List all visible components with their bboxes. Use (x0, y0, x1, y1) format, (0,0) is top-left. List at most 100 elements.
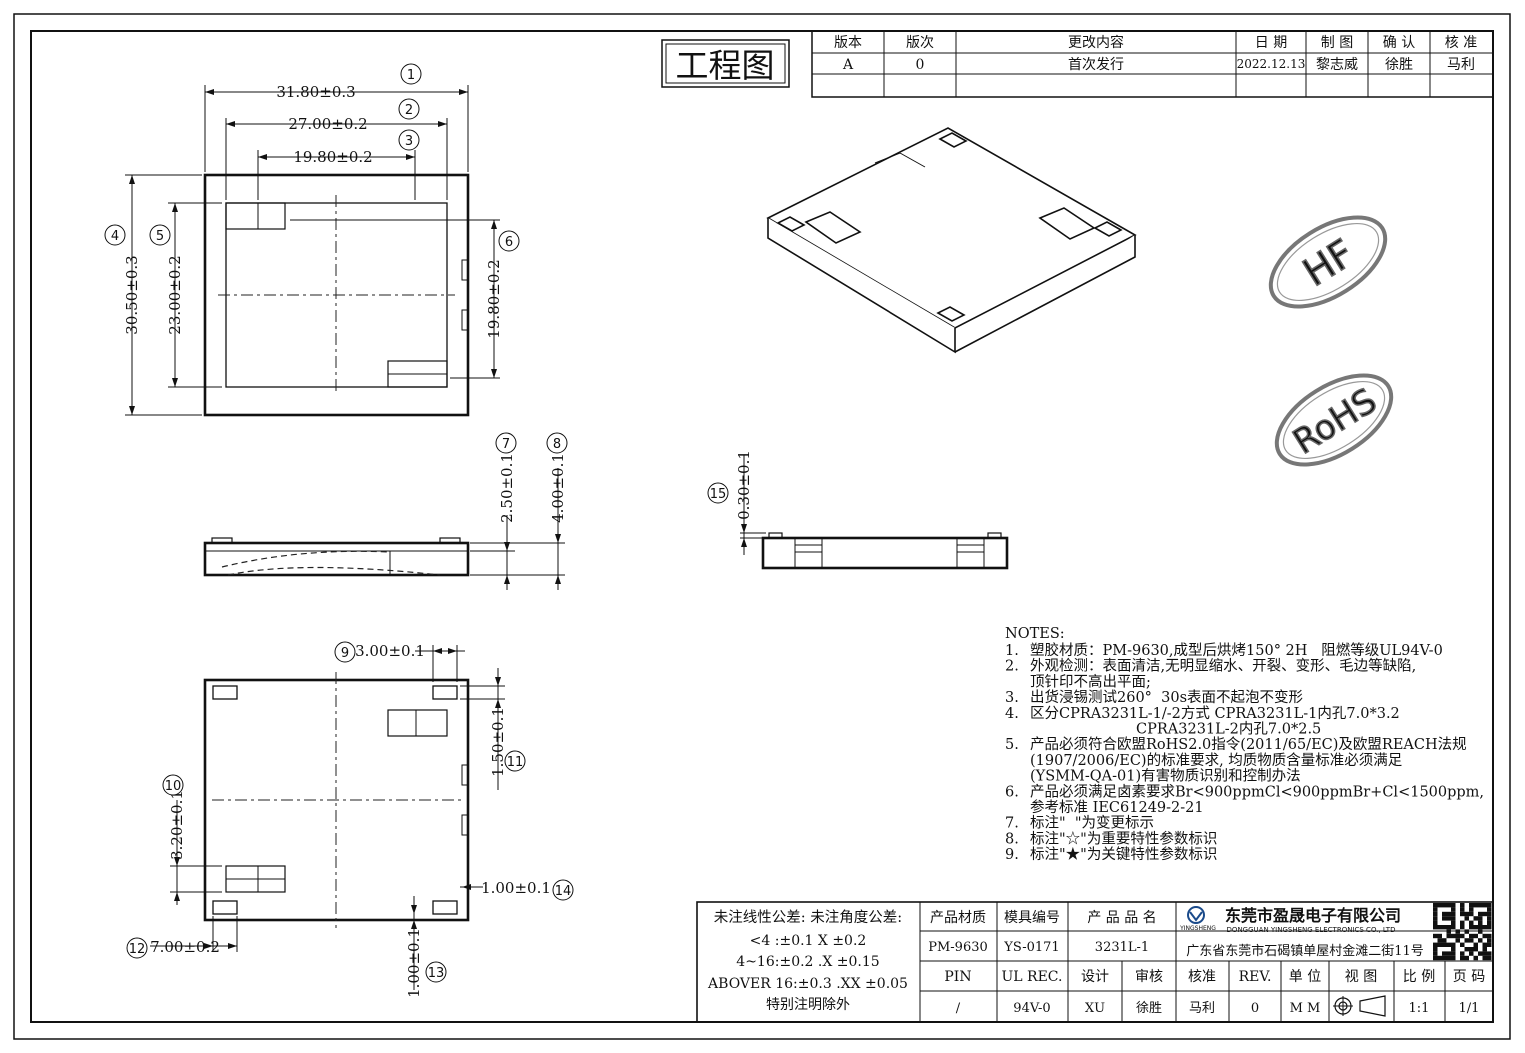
note-line: 标注"☆"为重要特性参数标识 (1030, 830, 1217, 847)
qr-module (1473, 955, 1478, 961)
qr-module (1478, 916, 1483, 921)
note-number: 1. (1005, 643, 1019, 659)
qr-module (1442, 925, 1447, 930)
qr-module (1433, 951, 1438, 956)
company-logo: YINGSHENG (1179, 906, 1216, 932)
dim-7-label: 2.50±0.1 (498, 453, 516, 523)
rev-cell-approve: 马利 (1447, 57, 1475, 73)
note-line: CPRA3231L-2内孔7.0*2.5 (1030, 721, 1321, 738)
qr-module (1433, 903, 1438, 908)
qr-module (1446, 903, 1451, 908)
rev-cell-edition: 0 (916, 57, 925, 73)
dim-5-label: 23.00±0.2 (166, 255, 184, 334)
dim-15-label: 0.30±0.1 (735, 450, 753, 520)
qr-module (1478, 911, 1483, 917)
qr-module (1478, 903, 1483, 908)
inner-border (30, 30, 1494, 1023)
qr-module (1482, 911, 1487, 917)
qr-module (1473, 903, 1478, 908)
side-view-outline (203, 541, 470, 577)
qr-module (1451, 951, 1456, 956)
top-view-pad-a (225, 202, 286, 230)
balloon-5: 5 (156, 229, 164, 244)
note-line: 塑胶材质：PM-9630,成型后烘烤150° 2H 阻燃等级UL94V-0 (1030, 641, 1443, 659)
top-view-outline (203, 173, 470, 417)
qr-module (1433, 925, 1438, 930)
tb-bottom-value: 徐胜 (1136, 1001, 1162, 1016)
qr-module (1469, 911, 1474, 917)
qr-module (1442, 942, 1447, 947)
qr-module (1446, 933, 1451, 939)
outer-border (13, 13, 1511, 1040)
qr-module (1442, 955, 1447, 961)
rev-cell-date: 2022.12.13 (1237, 57, 1306, 71)
balloon-6: 6 (505, 235, 513, 250)
title-block: 未注线性公差: 未注角度公差: <4 :±0.1 X ±0.2 4~16:±0.… (696, 901, 1494, 1023)
dim-3-label: 19.80±0.2 (293, 148, 372, 166)
qr-module (1460, 925, 1465, 930)
qr-module (1469, 938, 1474, 943)
qr-module (1464, 929, 1469, 934)
qr-module (1487, 955, 1492, 961)
qr-module (1464, 938, 1469, 943)
qr-module (1478, 951, 1483, 956)
qr-module (1460, 942, 1465, 947)
qr-module (1478, 925, 1483, 930)
dim-4-label: 30.50±0.3 (123, 255, 141, 334)
tolerance-line-2: 4~16:±0.2 .X ±0.15 (736, 954, 879, 970)
qr-module (1451, 947, 1456, 952)
rev-header-date: 日 期 (1255, 35, 1287, 51)
projection-symbol-icon (1333, 995, 1386, 1017)
rev-header-confirm: 确 认 (1383, 35, 1415, 51)
qr-module (1446, 925, 1451, 930)
dim-9-label: 3.00±0.1 (355, 642, 425, 660)
qr-module (1446, 942, 1451, 947)
rev-cell-confirm: 徐胜 (1385, 57, 1413, 73)
rev-cell-drawn: 黎志威 (1316, 57, 1358, 73)
qr-module (1473, 933, 1478, 939)
note-line: 外观检测：表面清洁,无明显缩水、开裂、变形、毛边等缺陷, (1030, 657, 1416, 675)
qr-module (1487, 920, 1492, 925)
qr-module (1487, 951, 1492, 956)
qr-module (1433, 916, 1438, 921)
qr-module (1437, 938, 1442, 943)
qr-module (1442, 938, 1447, 943)
side-view: 2.50±0.1 4.00±0.1 7 8 (203, 432, 568, 590)
qr-module (1451, 916, 1456, 921)
front-view: 0.30±0.1 15 (707, 450, 1009, 570)
balloon-13: 13 (428, 966, 445, 981)
qr-module (1451, 907, 1456, 912)
note-number: 5. (1005, 737, 1019, 753)
front-view-outline (761, 536, 1009, 570)
rev-cell-version: A (842, 57, 854, 73)
note-number: 4. (1005, 706, 1019, 722)
tb-bottom-header: UL REC. (1002, 969, 1063, 985)
rohs-stamp: RoHS (1274, 373, 1394, 467)
balloon-7: 7 (502, 437, 510, 452)
qr-module (1469, 907, 1474, 912)
qr-module (1464, 911, 1469, 917)
balloon-14: 14 (555, 884, 572, 899)
qr-module (1451, 933, 1456, 939)
qr-code (1433, 903, 1492, 961)
tb-bottom-value: / (956, 1001, 961, 1016)
qr-module (1433, 955, 1438, 961)
tb-bottom-value: 0 (1251, 1001, 1259, 1016)
tb-bottom-header: 页 码 (1453, 969, 1485, 985)
tb-bottom-value: XU (1085, 1001, 1105, 1016)
qr-module (1487, 933, 1492, 939)
note-number: 2. (1005, 659, 1019, 675)
qr-module (1487, 938, 1492, 943)
rev-cell-change: 首次发行 (1068, 57, 1124, 73)
qr-module (1451, 955, 1456, 961)
note-line: 区分CPRA3231L-1/-2方式 CPRA3231L-1内孔7.0*3.2 (1030, 705, 1400, 722)
qr-module (1437, 942, 1442, 947)
balloon-3: 3 (405, 134, 413, 149)
qr-module (1442, 916, 1447, 921)
balloon-4: 4 (111, 229, 119, 244)
qr-module (1460, 907, 1465, 912)
qr-module (1437, 933, 1442, 939)
top-view: 31.80±0.3 27.00±0.2 19.80±0.2 30.50±0.3 … (104, 63, 520, 417)
qr-module (1460, 920, 1465, 925)
